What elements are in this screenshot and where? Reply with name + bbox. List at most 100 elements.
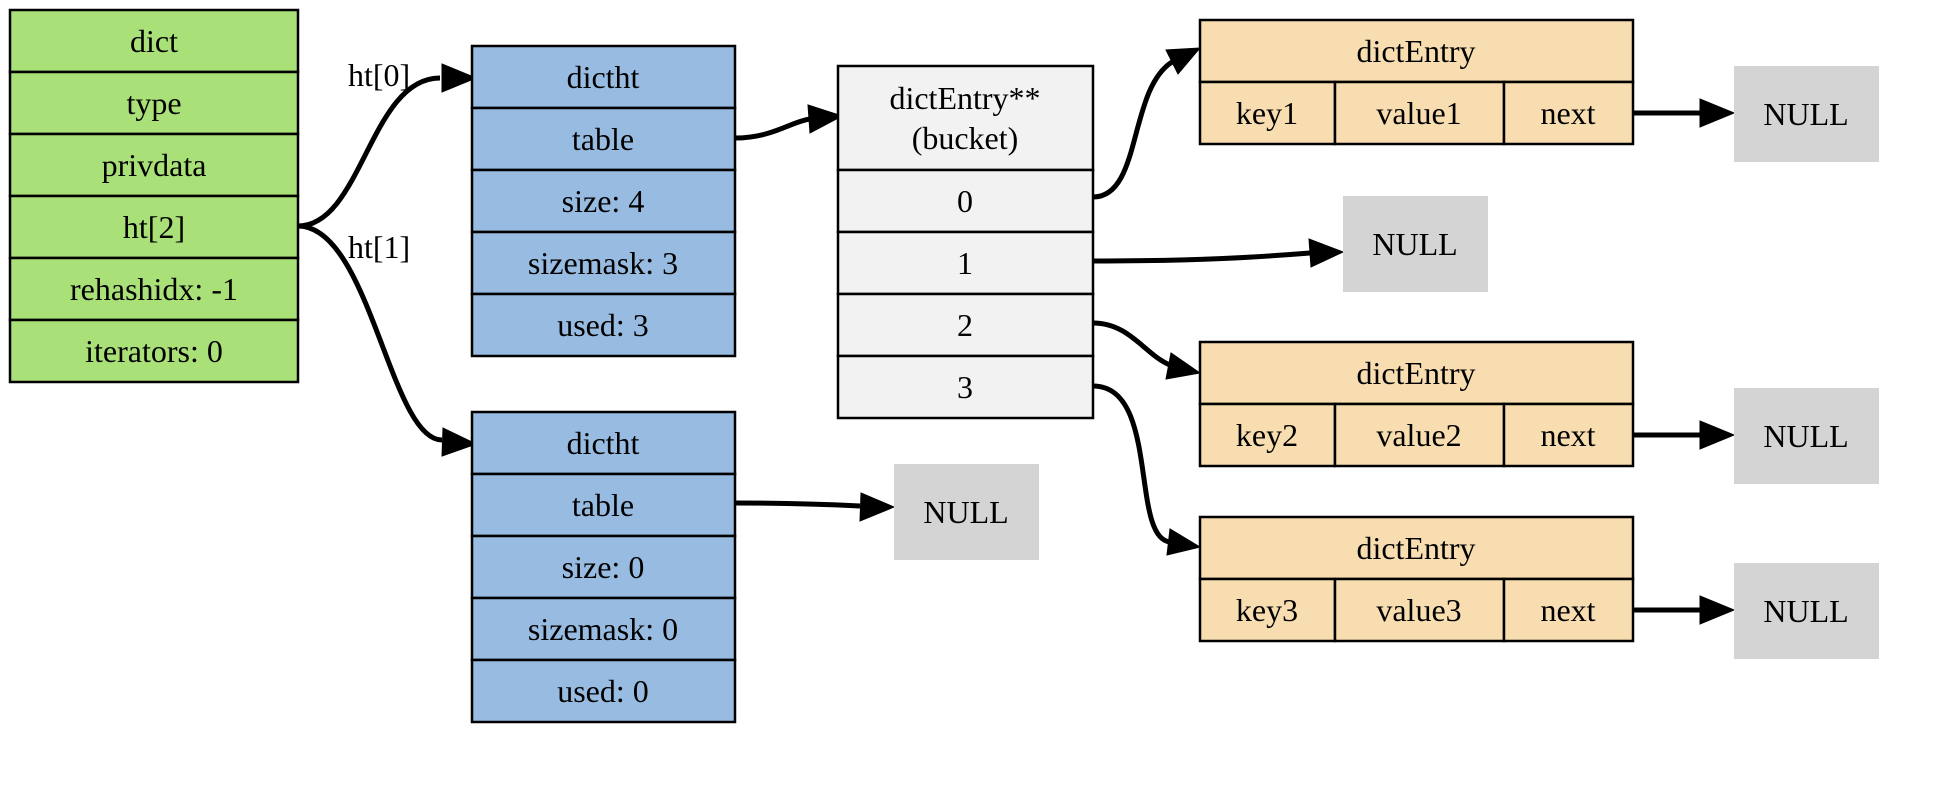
dict-row-ht — [8, 194, 300, 260]
dict-ht-text: ht[2] — [123, 209, 185, 245]
edge-slot2-to-entry2 — [1092, 320, 1172, 368]
entry3-key: key3 — [1236, 592, 1298, 628]
dictht1-sizemask-text: sizemask: 0 — [528, 611, 678, 647]
bucket-slot-2-text: 2 — [957, 307, 973, 343]
dict-row-iterators — [8, 318, 300, 384]
entry1-next-cell — [1502, 80, 1635, 146]
entry1-value: value1 — [1376, 95, 1461, 131]
edge-ht2-to-dictht1 — [297, 223, 443, 443]
edge-slot0-to-entry1 — [1092, 59, 1174, 200]
entry1-title: dictEntry — [1356, 33, 1475, 69]
edge-label-ht1: ht[1] — [348, 229, 410, 265]
entry3-value-cell — [1333, 577, 1506, 643]
entry2-title: dictEntry — [1356, 355, 1475, 391]
dictht1-row-used — [470, 658, 737, 724]
entry1-next: next — [1540, 95, 1595, 131]
entry1-title-cell — [1198, 18, 1635, 84]
edge-ht2-to-dictht0 — [297, 75, 441, 229]
dict-rehashidx-text: rehashidx: -1 — [70, 271, 238, 307]
dictht1-row-size — [470, 534, 737, 600]
entry2-key: key2 — [1236, 417, 1298, 453]
entry3-title-cell — [1198, 515, 1635, 581]
null-box-next1 — [1734, 66, 1879, 162]
arrowhead-null-next3 — [1699, 595, 1736, 625]
dictht0-sizemask-text: sizemask: 3 — [528, 245, 678, 281]
dictht1-row-title — [470, 410, 737, 476]
null-box-table1 — [894, 464, 1039, 560]
bucket-slot-3 — [836, 354, 1095, 420]
dict-row-type — [8, 70, 300, 136]
dictht1-used-text: used: 0 — [557, 673, 649, 709]
dictht1-row-sizemask — [470, 596, 737, 662]
dict-row-privdata — [8, 132, 300, 198]
edge-slot1-to-null — [1092, 250, 1311, 264]
edge-table-to-bucket — [734, 116, 811, 141]
entry2-next-cell — [1502, 402, 1635, 468]
dict-privdata-text: privdata — [102, 147, 207, 183]
dict-iterators-text: iterators: 0 — [85, 333, 223, 369]
entry3-key-cell — [1198, 577, 1337, 643]
entry2-value: value2 — [1376, 417, 1461, 453]
null-box-next3 — [1734, 563, 1879, 659]
dictht0-row-used — [470, 292, 737, 358]
entry3-title: dictEntry — [1356, 530, 1475, 566]
arrowhead-null-slot1 — [1308, 238, 1345, 268]
dictht0-title-text: dictht — [567, 59, 640, 95]
bucket-slot-2 — [836, 292, 1095, 358]
dictht1-size-text: size: 0 — [562, 549, 645, 585]
entry1-key: key1 — [1236, 95, 1298, 131]
arrowhead-bucket — [807, 104, 844, 134]
bucket-slot-0 — [836, 168, 1095, 234]
dict-entry-2: dictEntry key2 value2 next — [1198, 340, 1635, 468]
null-text-next2: NULL — [1763, 418, 1848, 454]
bucket-header — [836, 64, 1095, 172]
null-boxes: NULL NULL NULL NULL NULL — [894, 66, 1879, 659]
arrowhead-entry2 — [1165, 352, 1202, 380]
null-box-next2 — [1734, 388, 1879, 484]
edge-label-ht0: ht[0] — [348, 57, 410, 93]
arrowhead-dictht0 — [441, 63, 478, 93]
null-text-next1: NULL — [1763, 96, 1848, 132]
bucket-slot-3-text: 3 — [957, 369, 973, 405]
bucket-slot-0-text: 0 — [957, 183, 973, 219]
bucket-header-line1: dictEntry** — [889, 80, 1040, 116]
entry3-next-cell — [1502, 577, 1635, 643]
dictht0-node: dictht table size: 4 sizemask: 3 used: 3 — [470, 44, 737, 358]
dict-title-text: dict — [130, 23, 178, 59]
dictht1-title-text: dictht — [567, 425, 640, 461]
arrowhead-dictht1 — [441, 427, 478, 457]
bucket-node: dictEntry** (bucket) 0 1 2 3 — [836, 64, 1095, 420]
dict-node: dict type privdata ht[2] rehashidx: -1 i… — [8, 8, 300, 384]
edge-table1-to-null — [734, 500, 861, 509]
null-box-slot1 — [1343, 196, 1488, 292]
dictht1-row-table — [470, 472, 737, 538]
dictht0-used-text: used: 3 — [557, 307, 649, 343]
dict-row-rehashidx — [8, 256, 300, 322]
entry2-next: next — [1540, 417, 1595, 453]
dictht0-row-title — [470, 44, 737, 110]
bucket-header-line2: (bucket) — [912, 120, 1019, 156]
bucket-slot-1-text: 1 — [957, 245, 973, 281]
arrowhead-entry1 — [1165, 47, 1202, 75]
dict-entry-3: dictEntry key3 value3 next — [1198, 515, 1635, 643]
arrowhead-null-table1 — [859, 492, 896, 522]
entry3-next: next — [1540, 592, 1595, 628]
dict-entry-1: dictEntry key1 value1 next — [1198, 18, 1635, 146]
null-text-slot1: NULL — [1372, 226, 1457, 262]
entry1-value-cell — [1333, 80, 1506, 146]
bucket-slot-1 — [836, 230, 1095, 296]
entry3-value: value3 — [1376, 592, 1461, 628]
edge-slot3-to-entry3 — [1092, 383, 1171, 545]
entry2-key-cell — [1198, 402, 1337, 468]
arrowhead-entry3 — [1166, 528, 1202, 556]
arrowhead-null-next2 — [1699, 420, 1736, 450]
null-text-table1: NULL — [923, 494, 1008, 530]
dictht0-size-text: size: 4 — [562, 183, 645, 219]
dictht1-node: dictht table size: 0 sizemask: 0 used: 0 — [470, 410, 737, 724]
edges — [297, 47, 1736, 625]
null-text-next3: NULL — [1763, 593, 1848, 629]
dictht0-table-text: table — [572, 121, 634, 157]
dictht1-table-text: table — [572, 487, 634, 523]
arrowhead-null-next1 — [1699, 98, 1736, 128]
